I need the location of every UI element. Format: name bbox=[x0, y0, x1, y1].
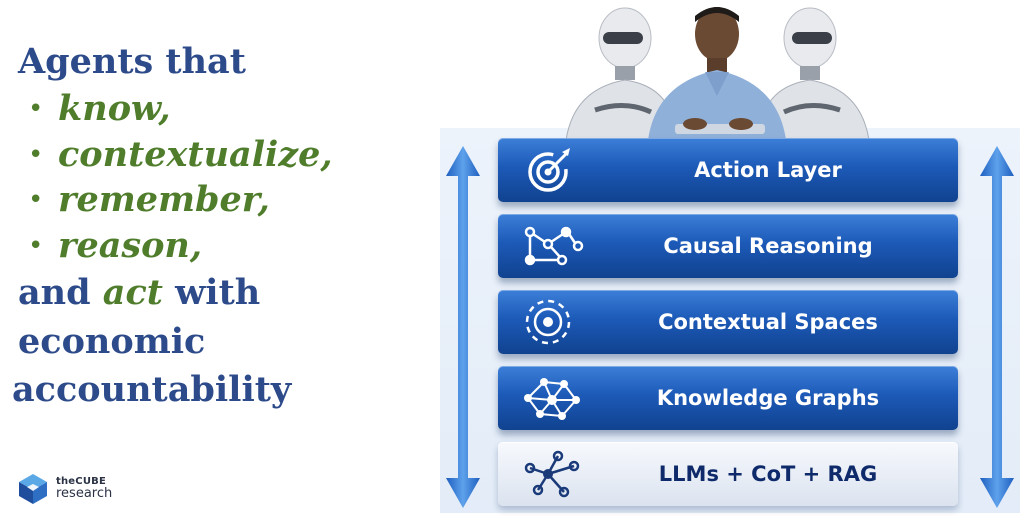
right-double-arrow-icon bbox=[980, 146, 1014, 508]
layer-label: Causal Reasoning bbox=[663, 234, 873, 258]
bullet: • bbox=[28, 140, 44, 170]
right-robot-icon bbox=[761, 7, 871, 150]
list-item-remember: remember, bbox=[58, 179, 270, 220]
left-double-arrow-icon bbox=[446, 146, 480, 508]
cube-logo-icon bbox=[19, 474, 47, 504]
act-word: act bbox=[102, 272, 163, 313]
logo-wordmark-bottom: research bbox=[56, 486, 113, 501]
list-item-know: know, bbox=[58, 88, 171, 129]
list-item-contextualize: contextualize, bbox=[58, 134, 333, 175]
layer-causal-reasoning: Causal Reasoning bbox=[498, 214, 958, 278]
man-figure-icon bbox=[647, 7, 787, 150]
heading-line-accountability: accountability bbox=[12, 369, 292, 410]
bullet: • bbox=[28, 94, 44, 124]
layer-label: Action Layer bbox=[694, 158, 842, 182]
layer-action: Action Layer bbox=[498, 138, 958, 202]
layer-knowledge-graphs: Knowledge Graphs bbox=[498, 366, 958, 430]
heading-line-act: and act with bbox=[18, 273, 260, 313]
left-robot-icon bbox=[564, 7, 674, 150]
layer-label: LLMs + CoT + RAG bbox=[658, 462, 878, 486]
logo-wordmark-top: theCUBE bbox=[56, 476, 106, 487]
bullet: • bbox=[28, 185, 44, 215]
left-text-panel: Agents that • know, • contextualize, • r… bbox=[0, 0, 440, 521]
act-suffix: with bbox=[162, 272, 261, 313]
thecube-research-logo: theCUBE research bbox=[16, 472, 146, 506]
layer-label: Contextual Spaces bbox=[658, 310, 878, 334]
act-prefix: and bbox=[18, 272, 103, 313]
node-tree-icon bbox=[524, 450, 580, 498]
target-icon bbox=[528, 148, 570, 192]
bullet: • bbox=[28, 231, 44, 261]
list-item-reason: reason, bbox=[58, 225, 203, 266]
network-graph-icon bbox=[524, 378, 580, 420]
heading-line-economic: economic bbox=[18, 321, 206, 362]
causal-graph-icon bbox=[524, 226, 584, 266]
layer-contextual-spaces: Contextual Spaces bbox=[498, 290, 958, 354]
heading-line: Agents that bbox=[18, 41, 246, 82]
layer-llms-cot-rag: LLMs + CoT + RAG bbox=[498, 442, 958, 506]
person-with-robots-image bbox=[564, 7, 871, 150]
concentric-circles-icon bbox=[525, 299, 571, 345]
layer-label: Knowledge Graphs bbox=[656, 386, 880, 410]
